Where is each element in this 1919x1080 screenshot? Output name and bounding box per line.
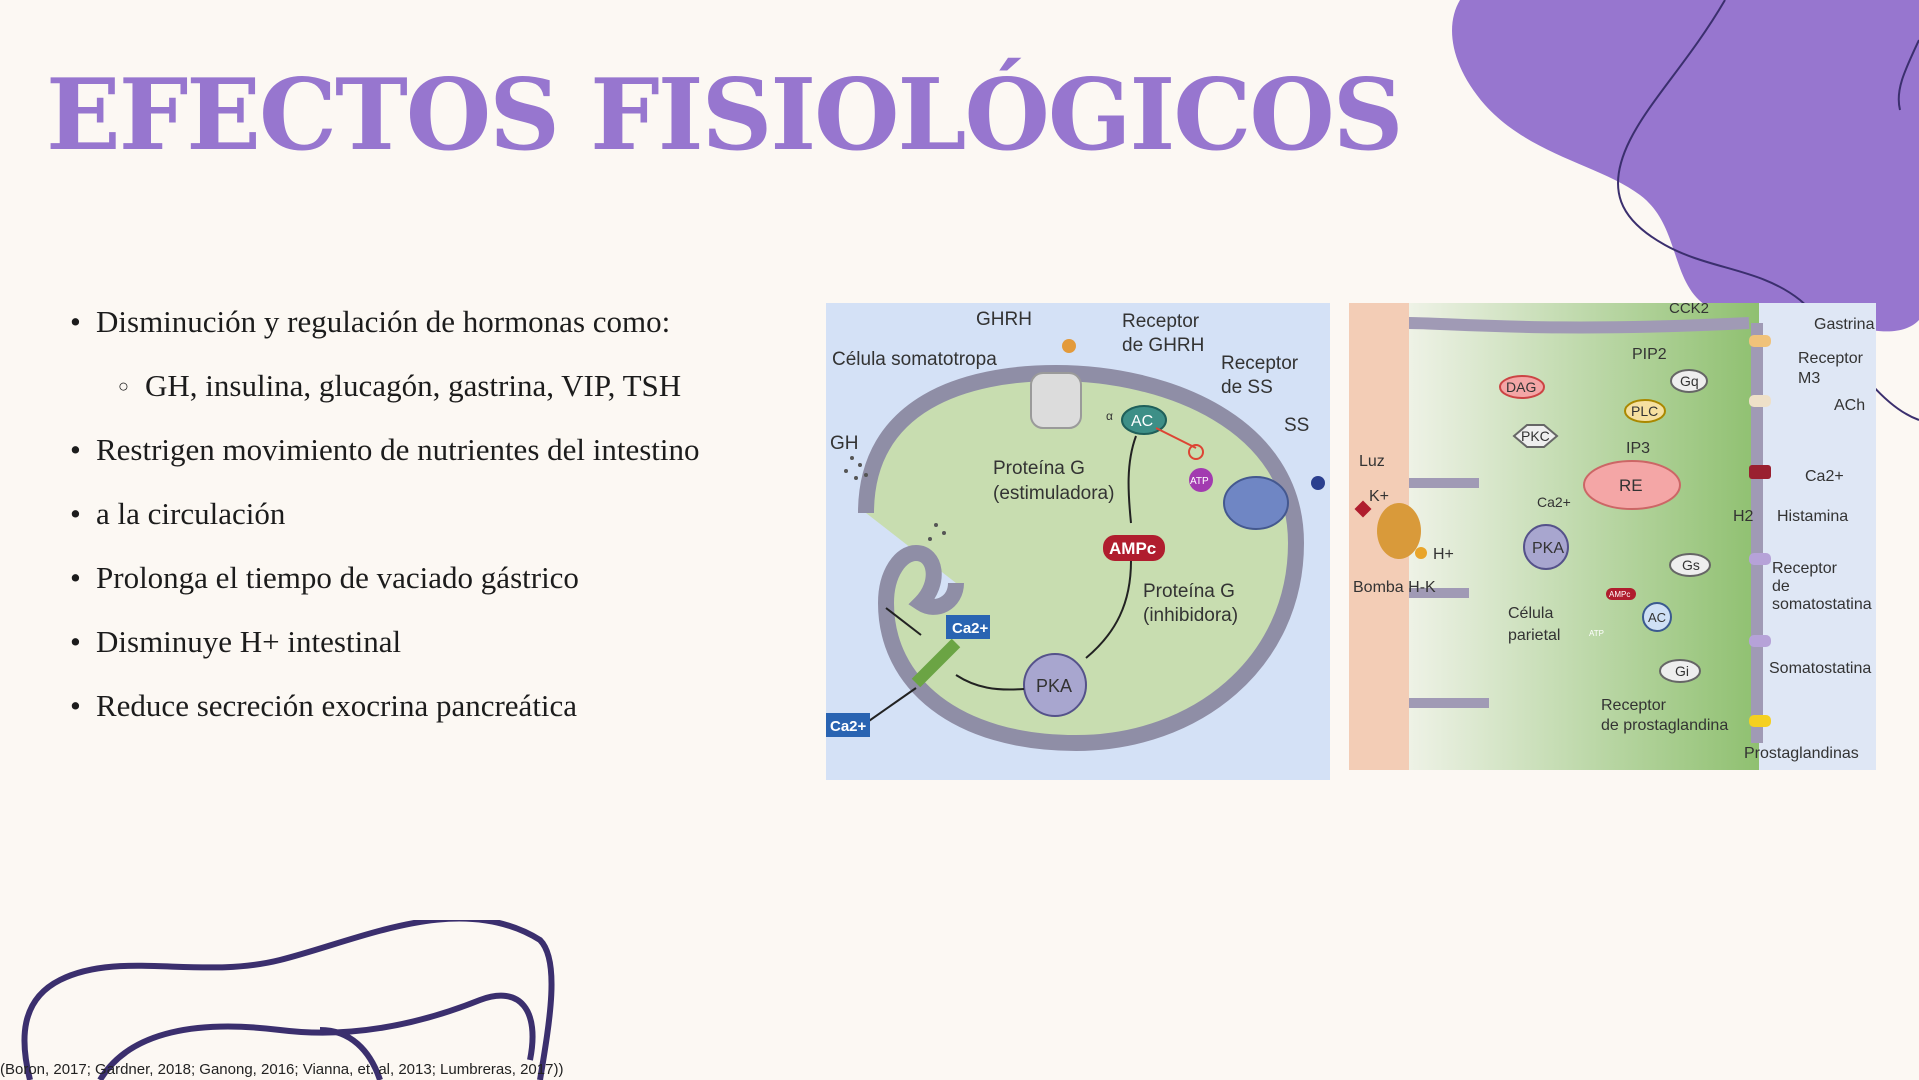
label-re: RE (1619, 476, 1643, 495)
label-ca-right: Ca2+ (1805, 468, 1844, 485)
bullet-item: Disminución y regulación de hormonas com… (70, 290, 790, 354)
label-gastrina: Gastrina (1814, 316, 1875, 333)
label-receptor-ss: Receptor (1221, 353, 1299, 374)
decorative-scribble (21, 920, 555, 1080)
citation: (Boron, 2017; Gardner, 2018; Ganong, 201… (0, 1061, 564, 1078)
label-gi: Proteína G (1143, 581, 1235, 602)
bullet-list: Disminución y regulación de hormonas com… (70, 290, 790, 738)
label-ghrh: GHRH (976, 309, 1032, 330)
label-cck2: CCK2 (1669, 303, 1709, 317)
label-receptor-m3: Receptor (1798, 350, 1864, 367)
label-plc: PLC (1631, 403, 1658, 419)
label-histamina: Histamina (1777, 508, 1848, 525)
bullet-item: Reduce secreción exocrina pancreática (70, 674, 790, 738)
label-h2: H2 (1733, 508, 1754, 525)
label-ca-in: Ca2+ (952, 620, 989, 637)
label-h: H+ (1433, 546, 1454, 563)
label-pip2: PIP2 (1632, 346, 1667, 363)
label-gh: GH (830, 433, 859, 454)
label-pka: PKA (1036, 676, 1072, 696)
label-prostaglandinas: Prostaglandinas (1744, 745, 1859, 762)
label-dag: DAG (1506, 379, 1536, 395)
label-luz: Luz (1359, 453, 1385, 470)
label-gs: Proteína G (993, 458, 1085, 479)
label-gq: Gq (1680, 373, 1699, 389)
label-receptor-ghrh: Receptor (1122, 311, 1200, 332)
label-ampc: AMPc (1609, 590, 1630, 599)
label-receptor-somat-2: de (1772, 578, 1790, 595)
label-alpha: α (1106, 409, 1113, 423)
label-celula-2: parietal (1508, 627, 1560, 644)
label-bomba: Bomba H-K (1353, 579, 1436, 596)
label-ach: ACh (1834, 397, 1865, 414)
label-ca-out: Ca2+ (830, 718, 867, 735)
bullet-item: Disminuye H+ intestinal (70, 610, 790, 674)
label-ip3: IP3 (1626, 440, 1650, 457)
label-ac: AC (1648, 610, 1666, 625)
label-receptor-somat-3: somatostatina (1772, 596, 1872, 613)
label-celula: Célula (1508, 605, 1553, 622)
bullet-item: Restrigen movimiento de nutrientes del i… (70, 418, 790, 482)
label-receptor-pg: Receptor (1601, 697, 1667, 714)
label-ca-re: Ca2+ (1537, 494, 1571, 510)
page-title: EFECTOS FISIOLÓGICOS (46, 58, 1403, 173)
label-pkc: PKC (1521, 428, 1550, 444)
bullet-item: Prolonga el tiempo de vaciado gástrico (70, 546, 790, 610)
sub-bullet-item: GH, insulina, glucagón, gastrina, VIP, T… (70, 354, 790, 418)
label-atp: ATP (1190, 476, 1209, 487)
label-gi: Gi (1675, 663, 1689, 679)
label-k: K+ (1369, 488, 1389, 505)
label-receptor-m3-2: M3 (1798, 370, 1820, 387)
bullet-item-continuation: a la circulación (70, 482, 790, 546)
label-pka: PKA (1532, 540, 1564, 557)
parietal-cell-diagram: CCK2 Gastrina PIP2 Receptor M3 DAG Gq AC… (1349, 300, 1876, 770)
label-ss: SS (1284, 415, 1309, 436)
label-receptor-ghrh-2: de GHRH (1122, 335, 1204, 356)
label-ac: AC (1131, 413, 1153, 430)
label-atp: ATP (1589, 629, 1604, 638)
label-gs: Gs (1682, 557, 1700, 573)
label-somatostatina: Somatostatina (1769, 660, 1871, 677)
label-receptor-pg-2: de prostaglandina (1601, 717, 1728, 734)
somatotrope-cell-diagram: GHRH Receptor de GHRH Célula somatotropa… (826, 303, 1330, 780)
label-receptor-ss-2: de SS (1221, 377, 1273, 398)
label-receptor-somat: Receptor (1772, 560, 1838, 577)
label-cell: Célula somatotropa (832, 349, 997, 370)
label-gi-2: (inhibidora) (1143, 605, 1238, 626)
label-ampc: AMPc (1109, 539, 1156, 558)
label-gs-2: (estimuladora) (993, 483, 1114, 504)
